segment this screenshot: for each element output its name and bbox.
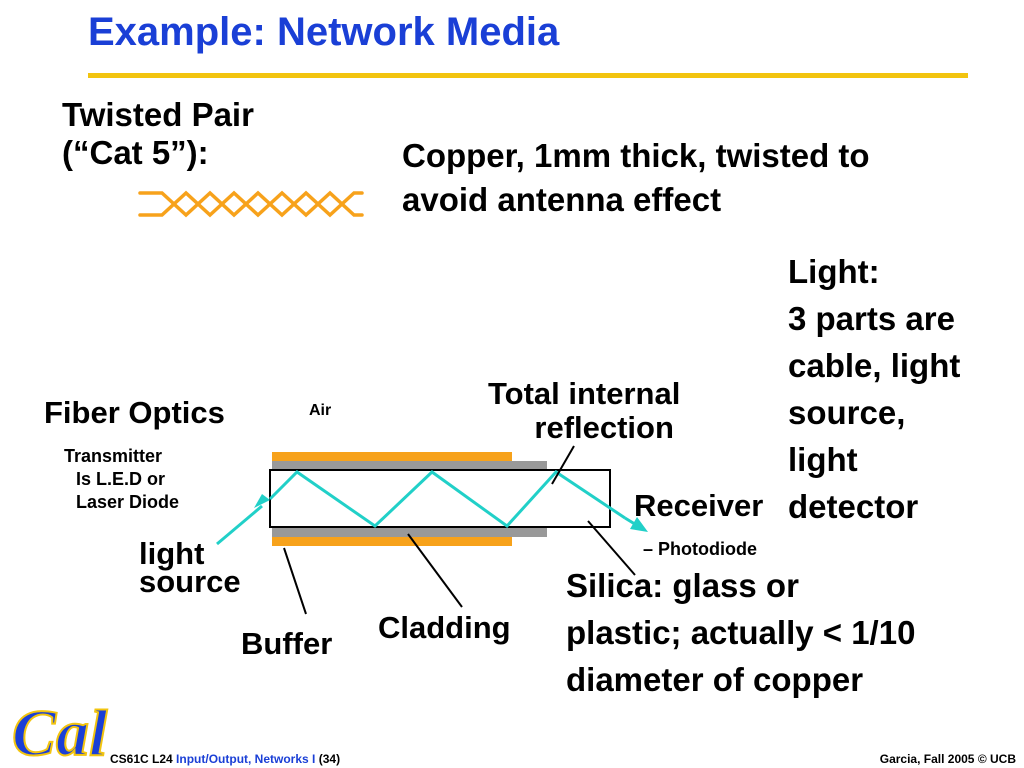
light-line-2: 3 parts are [788,300,955,337]
fiber-optics-heading: Fiber Optics [44,395,225,430]
cal-logo-text: Cal [12,697,108,768]
twisted-pair-desc-line1: Copper, 1mm thick, twisted to [402,137,870,174]
twisted-pair-label: Twisted Pair (“Cat 5”): [62,96,254,172]
light-source-line1: light [139,536,205,571]
silica-line1: Silica: glass or [566,567,799,604]
receiver-label: Receiver [634,488,764,523]
light-line-5: light [788,441,858,478]
light-source-arrowhead [254,494,270,508]
light-line-6: detector [788,488,919,525]
silica-line2: plastic; actually < 1/10 [566,614,916,651]
cladding-bottom [272,528,547,537]
tir-label: Total internal reflection [488,377,680,445]
leader-lines [283,445,636,615]
silica-line3: diameter of copper [566,661,864,698]
light-description: Light: 3 parts are cable, light source, … [788,248,960,530]
twisted-pair-icon [138,190,364,218]
cal-logo: Cal [11,696,109,768]
transmitter-line1: Transmitter [64,446,163,466]
cladding-label: Cladding [378,610,511,645]
transmitter-line2: Is L.E.D or [76,469,166,489]
receiver-arrowhead [630,517,648,532]
footer-course: CS61C L24 [110,752,173,766]
transmitter-label: Transmitter Is L.E.D or Laser Diode [64,445,179,514]
light-line-4: source, [788,394,906,431]
footer-left: CS61C L24 Input/Output, Networks I (34) [110,752,340,766]
light-source-label: light source [139,536,241,599]
silica-label: Silica: glass or plastic; actually < 1/1… [566,562,915,703]
footer-page: (34) [318,752,341,766]
light-line-1: Light: [788,253,880,290]
tir-line2: reflection [534,410,674,445]
fiber-cable [269,452,611,546]
twisted-pair-line2: (“Cat 5”): [62,134,209,171]
title-rule [88,73,968,78]
slide-title: Example: Network Media [88,10,560,54]
twisted-pair-description: Copper, 1mm thick, twisted to avoid ante… [402,134,870,222]
photodiode-label: – Photodiode [643,539,757,559]
footer-topic: Input/Output, Networks I [176,752,316,766]
transmitter-line3: Laser Diode [76,492,180,512]
buffer-bottom [272,537,512,546]
light-line-3: cable, light [788,347,961,384]
tir-line1: Total internal [488,376,681,411]
footer-credit: Garcia, Fall 2005 © UCB [879,752,1016,766]
twisted-pair-desc-line2: avoid antenna effect [402,181,722,218]
light-source-line2: source [139,564,241,599]
buffer-label: Buffer [241,626,333,661]
twisted-pair-line1: Twisted Pair [62,96,254,133]
buffer-top [272,452,512,461]
cladding-top [272,461,547,470]
air-label: Air [309,402,332,419]
